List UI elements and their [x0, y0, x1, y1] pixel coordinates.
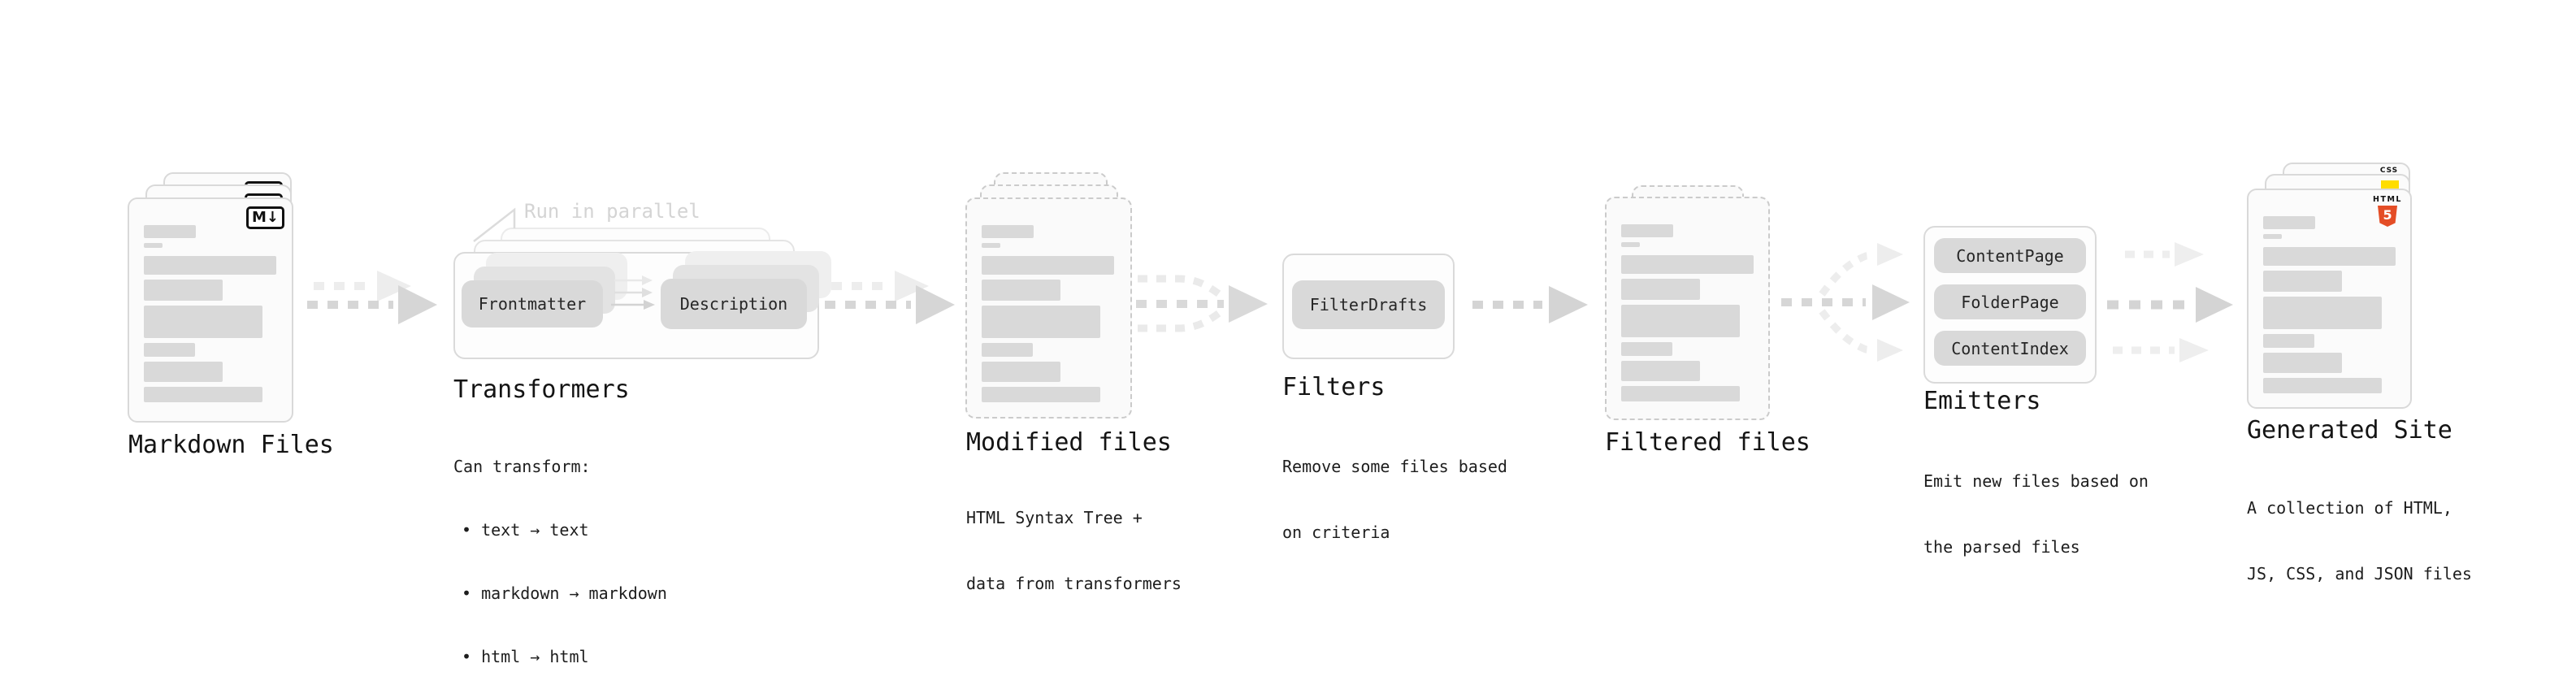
markdown-glyph: M↓	[252, 209, 279, 226]
html5-number: 5	[2383, 207, 2392, 223]
placeholder-bar	[2263, 234, 2282, 239]
placeholder-bar	[2263, 353, 2342, 373]
placeholder-bar	[2263, 216, 2315, 229]
desc-line: A collection of HTML,	[2247, 498, 2452, 518]
placeholder-bar	[982, 225, 1034, 238]
arrow-filters-to-filtered	[1472, 286, 1588, 323]
generated-site-stack: CSS HTML 5	[2247, 163, 2413, 409]
placeholder-bar	[2263, 297, 2382, 329]
placeholder-bar	[144, 387, 262, 402]
placeholder-bar	[144, 362, 223, 382]
transformers-block: Frontmatter Description	[453, 228, 831, 359]
placeholder-bar	[982, 387, 1100, 402]
js-icon	[2381, 180, 2399, 191]
modified-files-desc: HTML Syntax Tree + data from transformer…	[966, 463, 1182, 639]
filters-title: Filters	[1282, 373, 1386, 401]
arrow-filtered-to-emitters-fanout	[1781, 243, 1910, 362]
emitters-title: Emitters	[1923, 387, 2041, 415]
generated-site-desc: A collection of HTML, JS, CSS, and JSON …	[2247, 453, 2472, 629]
arrows-emitters-to-generated	[2107, 242, 2233, 362]
html5-icon: HTML 5	[2373, 196, 2402, 227]
filtered-file-card-front	[1605, 197, 1770, 420]
filters-desc: Remove some files based on criteria	[1282, 412, 1507, 588]
contentindex-chip: ContentIndex	[1934, 331, 2086, 366]
markdown-file-card-front: M↓	[128, 197, 293, 423]
arrow-modified-to-filters-merge	[1136, 275, 1268, 332]
desc-line: data from transformers	[966, 574, 1182, 593]
frontmatter-chip: Frontmatter	[462, 280, 603, 327]
placeholder-bar	[1621, 305, 1740, 337]
desc-line: Emit new files based on	[1923, 471, 2149, 491]
placeholder-bar	[144, 306, 262, 338]
desc-line: the parsed files	[1923, 537, 2080, 557]
placeholder-bar	[2263, 247, 2396, 266]
placeholder-bar	[144, 225, 196, 238]
description-chip: Description	[661, 279, 807, 329]
markdown-files-stack: M↓ M↓ M↓	[128, 172, 295, 423]
placeholder-bar	[2263, 334, 2314, 348]
placeholder-bar	[2263, 378, 2382, 393]
html5-label: HTML	[2373, 195, 2402, 204]
contentpage-chip: ContentPage	[1934, 238, 2086, 273]
placeholder-bar	[144, 280, 223, 301]
placeholder-bar	[982, 243, 1000, 248]
placeholder-bar	[2263, 271, 2342, 292]
markdown-icon: M↓	[246, 206, 284, 229]
arrow-transformers-to-modified	[825, 271, 955, 324]
placeholder-bar	[982, 280, 1060, 301]
emitters-block: ContentPage FolderPage ContentIndex	[1923, 226, 2097, 384]
desc-line: JS, CSS, and JSON files	[2247, 564, 2472, 583]
placeholder-bar	[144, 343, 195, 357]
generated-site-title: Generated Site	[2247, 416, 2452, 445]
transformers-desc: Can transform: • text → text • markdown …	[453, 414, 667, 681]
bullet-line: • text → text	[462, 520, 589, 540]
placeholder-bar	[1621, 224, 1673, 237]
placeholder-bar	[144, 256, 276, 275]
modified-files-title: Modified files	[966, 428, 1172, 457]
placeholder-bar	[1621, 342, 1672, 356]
filtered-files-stack	[1605, 185, 1771, 420]
placeholder-bar	[982, 306, 1100, 338]
placeholder-bar	[1621, 242, 1640, 247]
modified-file-card-front	[965, 197, 1132, 419]
desc-line: Remove some files based	[1282, 457, 1507, 476]
placeholder-bar	[1621, 255, 1754, 274]
css-label: CSS	[2379, 167, 2399, 175]
transformers-title: Transformers	[453, 375, 630, 404]
placeholder-bar	[1621, 361, 1700, 381]
placeholder-bar	[1621, 279, 1700, 300]
html-file-card: HTML 5	[2247, 189, 2412, 409]
desc-line: HTML Syntax Tree +	[966, 508, 1143, 527]
bullet-line: • html → html	[462, 647, 589, 666]
filterdrafts-chip: FilterDrafts	[1292, 280, 1445, 329]
placeholder-bar	[982, 256, 1114, 275]
placeholder-bar	[1621, 386, 1740, 401]
html5-shield: 5	[2378, 206, 2398, 227]
folderpage-chip: FolderPage	[1934, 284, 2086, 319]
arrow-markdown-to-transformers	[307, 271, 437, 324]
markdown-files-title: Markdown Files	[128, 431, 334, 459]
placeholder-bar	[144, 243, 163, 248]
emitters-desc: Emit new files based on the parsed files	[1923, 427, 2149, 602]
placeholder-bar	[982, 362, 1060, 382]
placeholder-bar	[982, 343, 1033, 357]
run-in-parallel-note: Run in parallel	[524, 200, 700, 223]
desc-line: Can transform:	[453, 457, 591, 476]
desc-line: on criteria	[1282, 523, 1390, 542]
modified-files-stack	[965, 172, 1133, 419]
filtered-files-title: Filtered files	[1605, 428, 1811, 457]
bullet-line: • markdown → markdown	[462, 583, 667, 603]
filters-block: FilterDrafts	[1282, 254, 1455, 359]
